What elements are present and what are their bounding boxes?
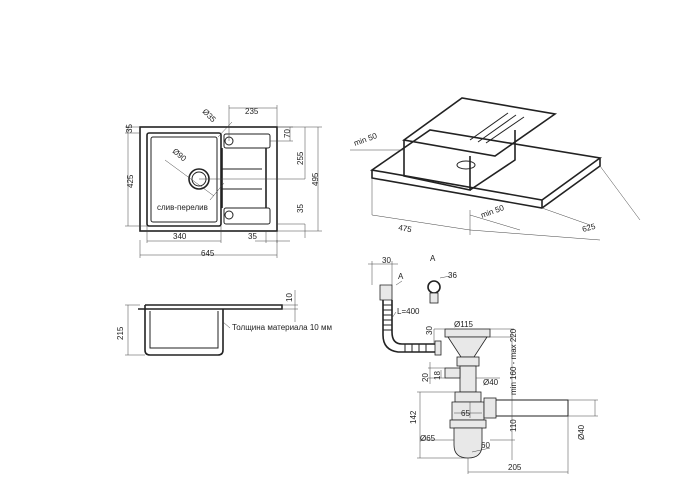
side-profile <box>138 304 283 356</box>
hole-pad-top <box>223 133 271 149</box>
side-inner <box>149 311 219 349</box>
siphon: 30 A A 36 L=400 30 Ø115 min 160 - max 22… <box>368 254 598 474</box>
dim-overflow-offset: 255 <box>296 151 305 165</box>
dim-outlet-110: 110 <box>509 419 518 432</box>
hole-pad-bottom <box>223 207 271 225</box>
bowl-body <box>403 130 516 191</box>
dim-top-margin: 35 <box>125 124 134 133</box>
bowl-inner <box>150 136 218 223</box>
detail-a-label-2: A <box>430 254 436 263</box>
bowl-outer <box>146 132 222 227</box>
outlet-nut <box>483 397 497 419</box>
tap-hole-2 <box>224 210 234 220</box>
dim-total-width: 645 <box>201 249 215 258</box>
bottle-trap <box>453 427 483 459</box>
dim-pipe-40: Ø40 <box>483 378 499 387</box>
dim-nut: 36 <box>448 271 457 280</box>
dim-outlet-205: 205 <box>508 463 522 472</box>
hose-nut <box>434 340 442 356</box>
dim-trap-65: 65 <box>461 409 470 418</box>
dim-bowl-height: 425 <box>126 174 135 188</box>
dim-bowl-width: 340 <box>173 232 187 241</box>
dim-iso-min-right: min 50 <box>480 203 506 220</box>
side-view: 10 215 Толщина материала 10 мм <box>116 290 332 356</box>
top-view: 35 425 235 Ø35 70 255 495 35 Ø90 слив-пе… <box>125 105 322 258</box>
dim-iso-min-left: min 50 <box>353 131 379 148</box>
dim-inlet-18: 18 <box>433 371 442 380</box>
drainer-ribs <box>469 112 525 144</box>
cabinet-top <box>369 129 603 209</box>
dim-inlet-20: 20 <box>421 373 430 382</box>
dim-total-height: 495 <box>311 172 320 186</box>
dim-bottle-65: Ø65 <box>420 434 436 443</box>
iso-view: min 50 475 min 50 625 <box>350 97 641 241</box>
dim-bottom-margin: 35 <box>296 204 305 213</box>
dim-drain-diameter: Ø90 <box>171 147 189 164</box>
dim-trap-142: 142 <box>409 410 418 424</box>
corrugated-hose <box>382 300 435 353</box>
dim-right-margin: 35 <box>248 232 257 241</box>
detail-a-nut <box>427 280 441 294</box>
thickness-note: Толщина материала 10 мм <box>232 323 332 332</box>
dim-hole-offset: 70 <box>283 129 292 138</box>
dim-strainer: Ø115 <box>454 320 474 329</box>
dim-bottom-60: 60 <box>481 441 490 450</box>
dim-side-depth: 215 <box>116 326 125 340</box>
overflow-fitting <box>379 284 393 301</box>
dim-overflow-height: 30 <box>425 326 434 335</box>
dim-hose-length: L=400 <box>397 307 420 316</box>
detail-a-stem <box>429 292 439 304</box>
iso-drain <box>456 160 476 170</box>
dim-hose-width: 30 <box>382 256 391 265</box>
side-inlet <box>444 367 461 379</box>
dim-iso-width: 625 <box>581 222 597 234</box>
drainer-edge <box>221 148 267 208</box>
dim-height-range: min 160 - max 220 <box>509 328 518 395</box>
outlet-pipe <box>496 399 569 417</box>
trap-nut <box>449 419 487 429</box>
strainer-cone <box>447 336 488 358</box>
strainer <box>444 328 491 338</box>
drainer-grooves <box>222 168 262 190</box>
detail-a-label-1: A <box>398 272 404 281</box>
dim-rim: 10 <box>285 293 294 302</box>
coupling-nut <box>456 356 480 367</box>
trap-top <box>454 391 482 403</box>
dim-overflow-diameter: Ø35 <box>201 107 218 124</box>
dim-iso-depth: 475 <box>398 223 413 234</box>
dim-drainer-width: 235 <box>245 107 259 116</box>
dim-outlet-40: Ø40 <box>577 424 586 440</box>
overflow-label: слив-перелив <box>157 203 208 212</box>
sink-top <box>401 97 558 157</box>
tail-pipe <box>459 365 477 393</box>
